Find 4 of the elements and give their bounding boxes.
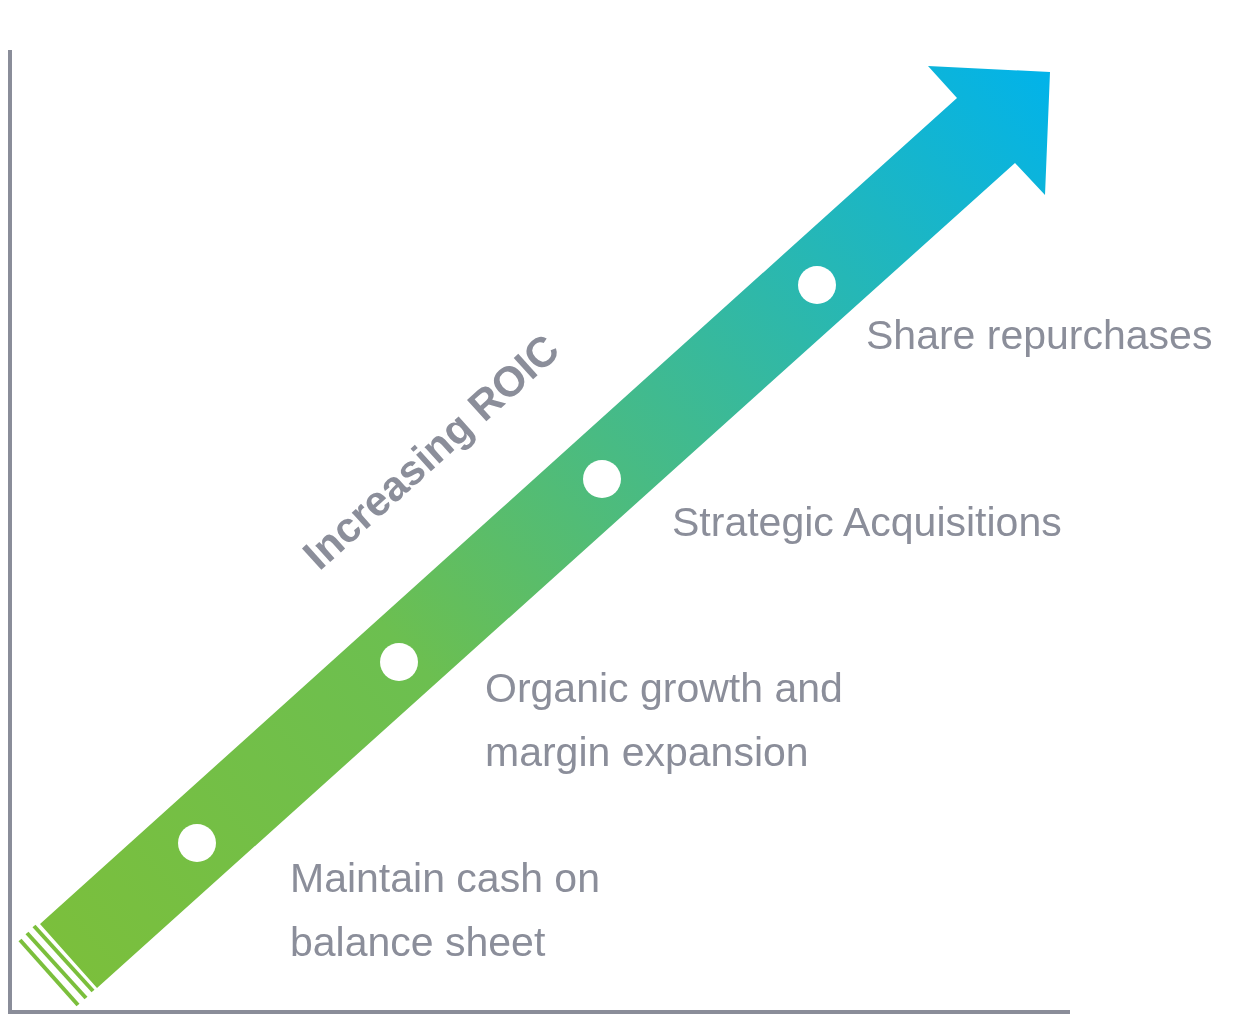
step-label: Maintain cash on balance sheet — [290, 854, 601, 967]
step-label: Share repurchases — [866, 311, 1214, 360]
step-label: Organic growth and margin expansion — [485, 664, 844, 777]
step-label: Strategic Acquisitions — [672, 498, 1063, 547]
